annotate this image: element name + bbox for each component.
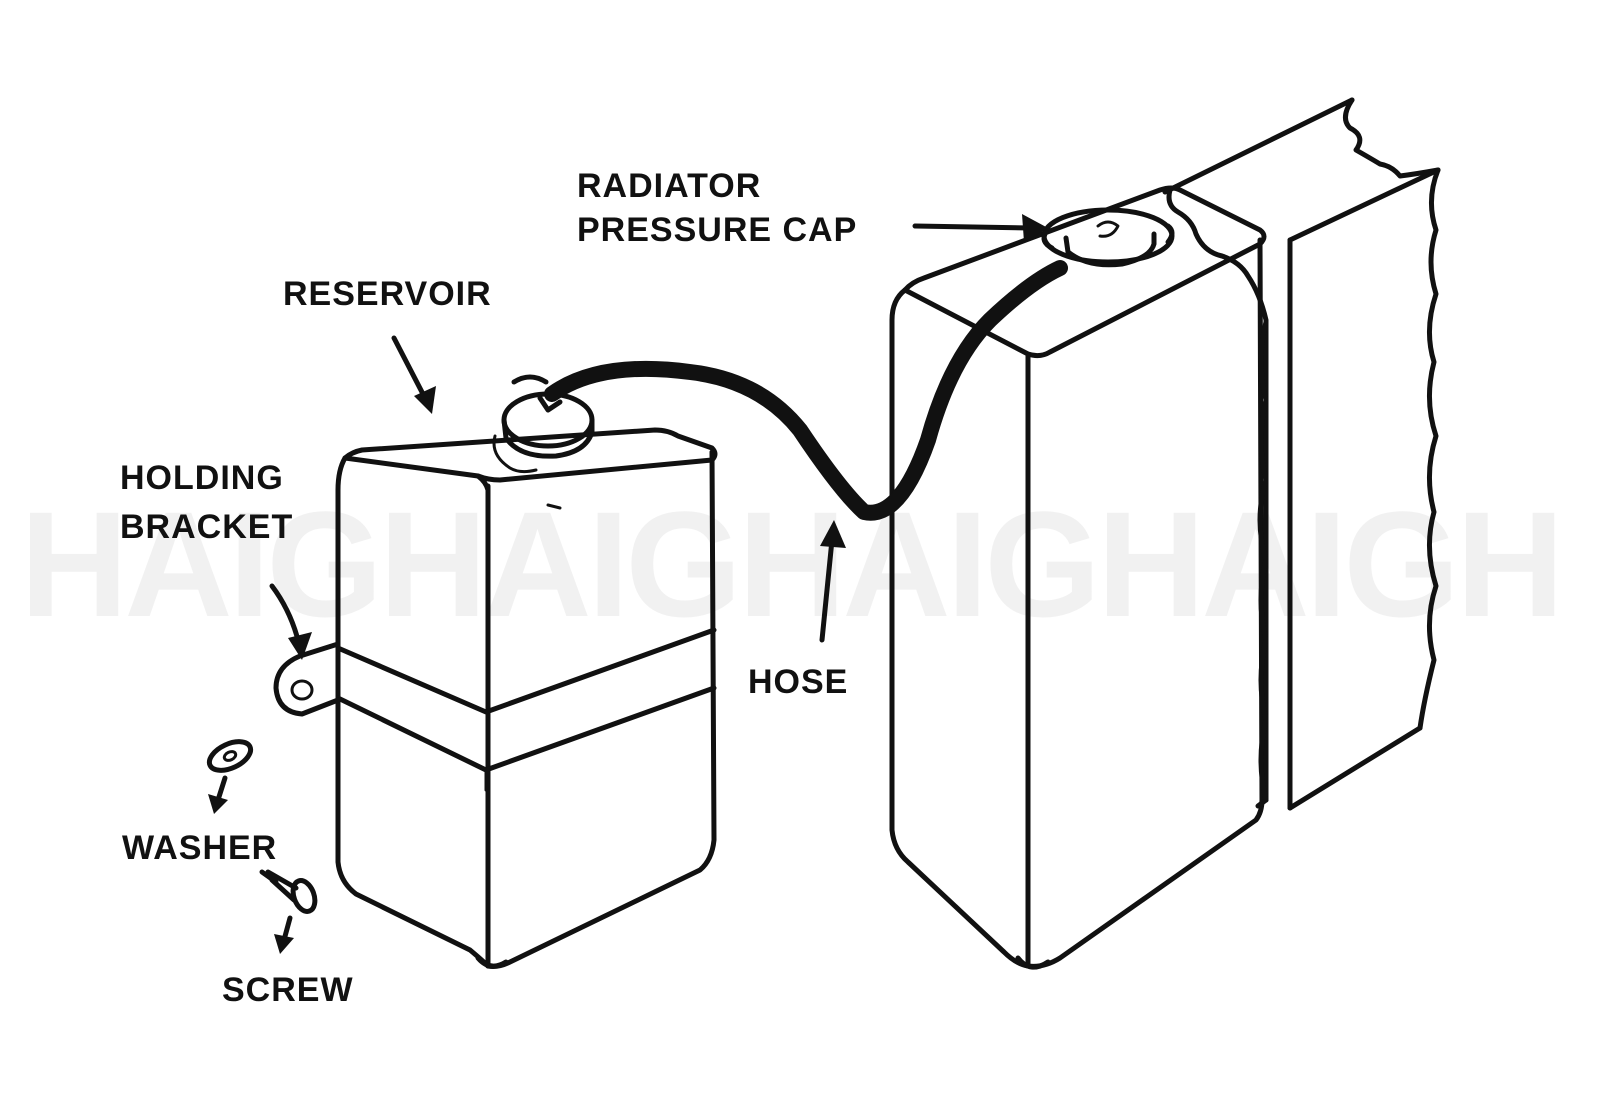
- label-radiator-cap-line2: PRESSURE CAP: [577, 211, 858, 249]
- label-hose: HOSE: [748, 663, 849, 701]
- label-reservoir: RESERVOIR: [283, 275, 492, 313]
- arrow-washer: [208, 775, 228, 814]
- arrow-screw-washer: [259, 869, 279, 885]
- arrow-screw: [274, 915, 294, 954]
- reservoir-tank: [335, 427, 718, 969]
- label-holding-bracket-line1: HOLDING: [120, 459, 284, 497]
- label-screw: SCREW: [222, 971, 354, 1009]
- radiator-body: [889, 97, 1441, 970]
- arrow-holding-bracket: [269, 583, 312, 660]
- holding-bracket: [273, 641, 341, 717]
- label-washer: WASHER: [122, 829, 278, 867]
- radiator-pressure-cap: [1041, 207, 1175, 268]
- washer-part: [206, 739, 254, 773]
- screw-part: [265, 869, 318, 914]
- arrow-radiator-cap: [912, 214, 1048, 242]
- arrow-reservoir: [391, 335, 436, 414]
- arrow-hose: [819, 520, 846, 643]
- label-radiator-cap-line1: RADIATOR: [577, 167, 762, 205]
- label-holding-bracket-line2: BRACKET: [120, 508, 294, 546]
- watermark-text: HAIGHAIGHAIGHAIGH: [20, 480, 1564, 648]
- hose-line: [544, 260, 1068, 521]
